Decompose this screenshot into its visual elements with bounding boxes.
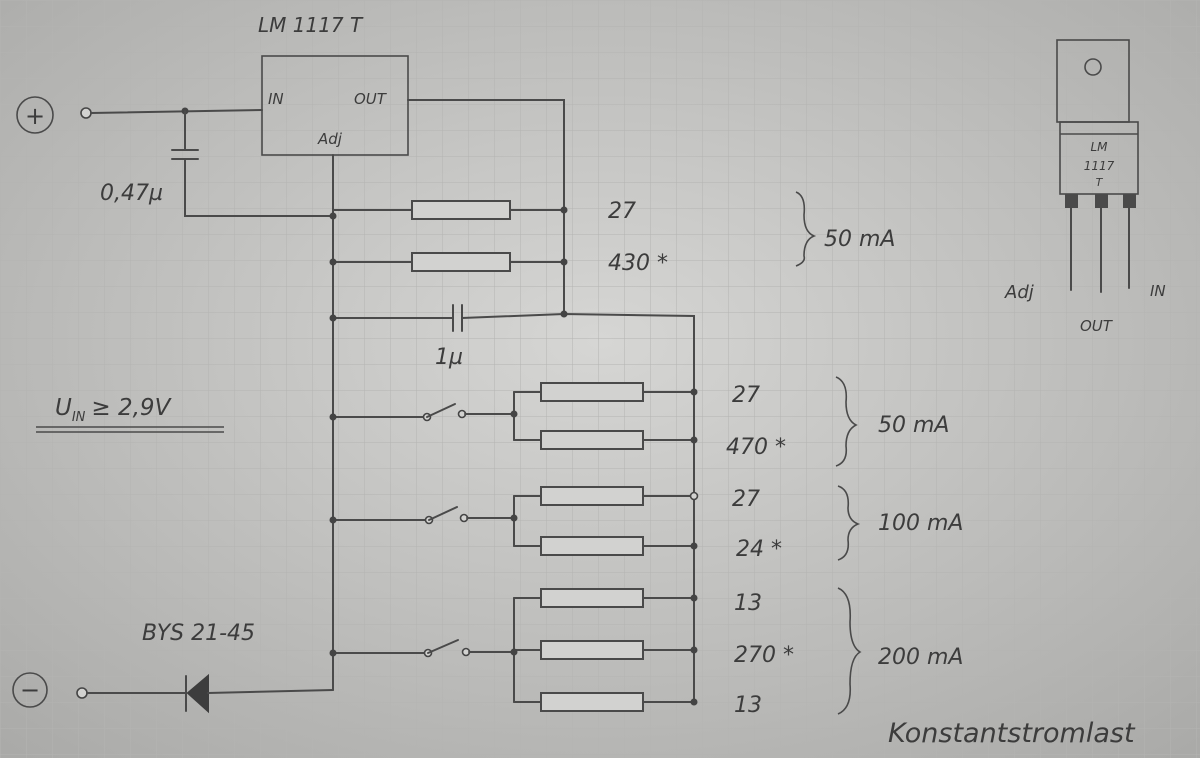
group-1-r2-label: 430 * [608, 251, 668, 276]
input-capacitor: 0,47µ [100, 110, 334, 217]
group-2-r2-label: 470 * [726, 435, 786, 460]
group-3-switched-load: 27 24 * 100 mA [329, 485, 963, 562]
input-voltage-symbol: U [55, 395, 72, 421]
group-2-switch [426, 403, 456, 418]
package-label-line1: LM [1090, 140, 1108, 154]
plus-terminal-label: + [25, 102, 45, 130]
regulator-part-label: LM 1117 T [258, 13, 364, 37]
diode-label: BYS 21-45 [142, 621, 255, 646]
group-2-switched-load: 27 470 * 50 mA [329, 376, 949, 467]
pin-adj-label: Adj [317, 130, 343, 148]
group-3-switch [428, 506, 458, 521]
pin-out-label: OUT [354, 90, 388, 108]
minus-terminal-label: − [20, 676, 40, 704]
group-1-current: 50 mA [824, 227, 895, 252]
package-drawing: LM 1117 T Adj OUT IN [1004, 39, 1166, 335]
input-voltage-value: ≥ 2,9V [91, 395, 172, 421]
group-2-r1-label: 27 [732, 383, 760, 408]
adj-capacitor: 1µ [329, 304, 695, 703]
group-4-r1-label: 13 [734, 591, 762, 616]
caption: Konstantstromlast [888, 718, 1136, 749]
group-4-current: 200 mA [878, 645, 963, 670]
group-1-r1-label: 27 [608, 199, 636, 224]
group-1-resistors: 27 430 * 50 mA [329, 191, 895, 276]
group-2-current: 50 mA [878, 413, 949, 438]
package-pin-right-label: IN [1150, 282, 1166, 300]
package-label-line3: T [1096, 176, 1104, 189]
minus-terminal: − [12, 672, 88, 708]
group-3-r1-label: 27 [732, 487, 760, 512]
group-4-switch [427, 639, 459, 654]
group-3-current: 100 mA [878, 511, 963, 536]
group-3-r2-label: 24 * [736, 537, 782, 562]
package-label-line2: 1117 [1084, 159, 1115, 173]
svg-text:UIN≥ 2,9V: UIN ≥ 2,9V [55, 395, 173, 425]
adj-capacitor-label: 1µ [435, 345, 463, 370]
group-4-r2-label: 270 * [734, 643, 794, 668]
input-capacitor-label: 0,47µ [100, 181, 163, 206]
input-voltage-subscript: IN [72, 410, 86, 425]
pin-in-label: IN [268, 90, 284, 108]
group-4-switched-load: 13 270 * 13 200 mA [329, 587, 963, 718]
group-4-r3-label: 13 [734, 693, 762, 718]
input-voltage-note: UIN ≥ 2,9V [36, 395, 224, 433]
package-pin-mid-label: OUT [1080, 317, 1114, 335]
regulator: LM 1117 T IN OUT Adj [258, 13, 409, 156]
package-pin-left-label: Adj [1004, 282, 1034, 303]
